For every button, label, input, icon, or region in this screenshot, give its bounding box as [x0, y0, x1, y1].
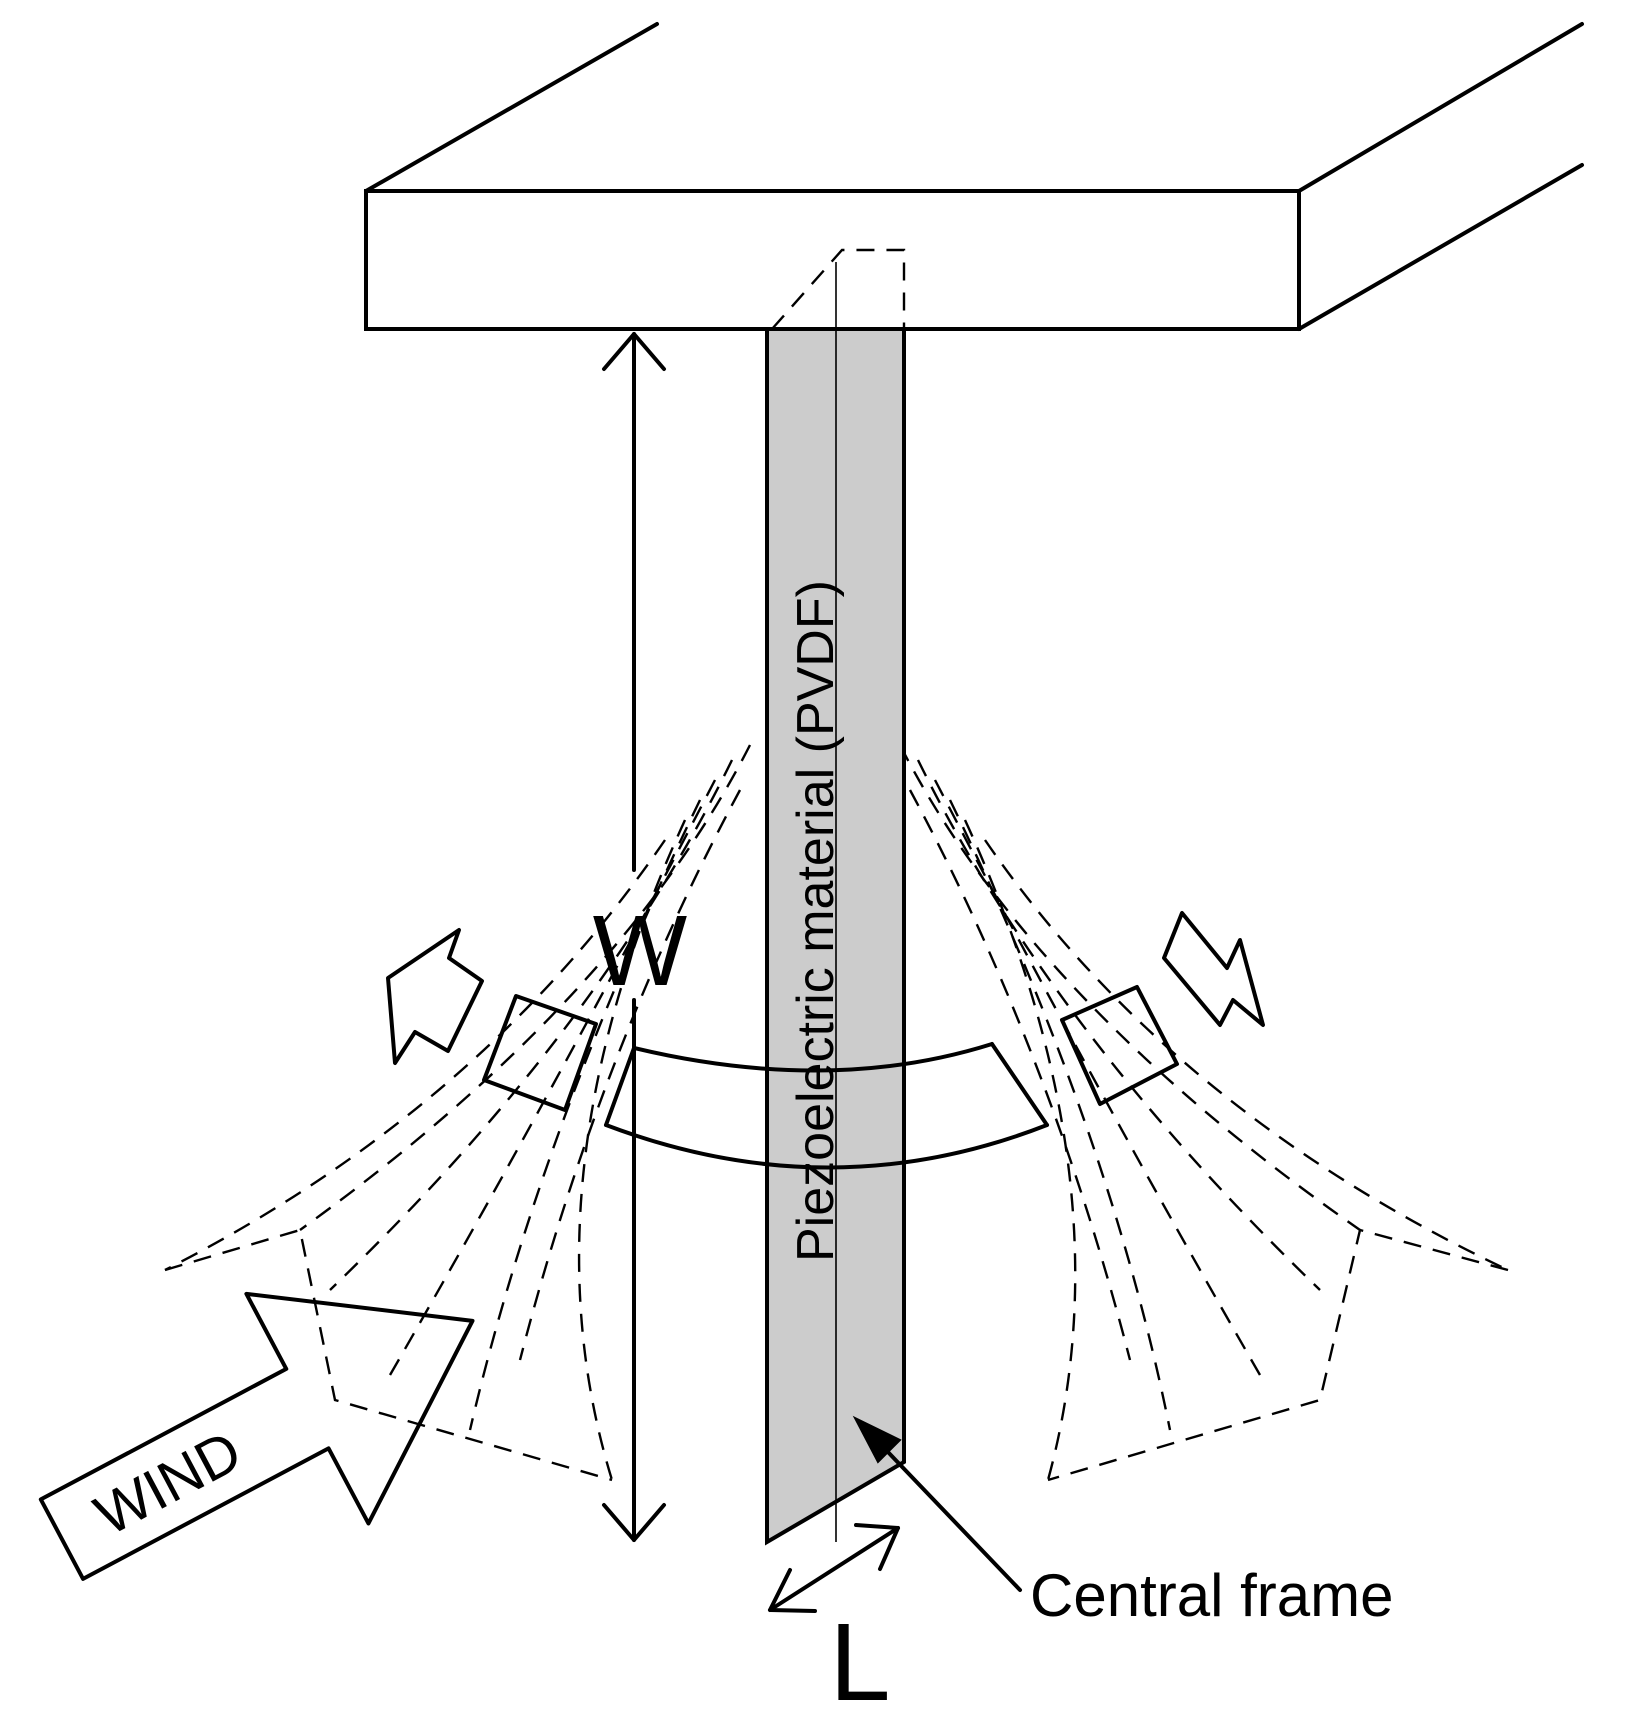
- central-frame-label: Central frame: [1030, 1562, 1393, 1629]
- length-label: L: [829, 1601, 890, 1717]
- central-frame-pointer: [852, 1415, 1022, 1592]
- left-square: [482, 994, 598, 1112]
- mounting-beam: [364, 22, 1584, 331]
- width-label: W: [593, 895, 688, 1007]
- right-motion-arrow: [1162, 911, 1265, 1027]
- left-motion-arrow: [386, 928, 484, 1065]
- material-label: Piezoelectric material (PVDF): [787, 580, 845, 1262]
- length-dimension-arrow: [768, 1523, 900, 1613]
- wind-label: WIND: [85, 1418, 252, 1548]
- width-dimension-arrow: [602, 332, 666, 1542]
- right-square: [1060, 985, 1179, 1106]
- deflection-traces: [164, 248, 1509, 1482]
- wind-arrow: WIND: [38, 1291, 475, 1581]
- bending-band: [604, 1042, 1049, 1170]
